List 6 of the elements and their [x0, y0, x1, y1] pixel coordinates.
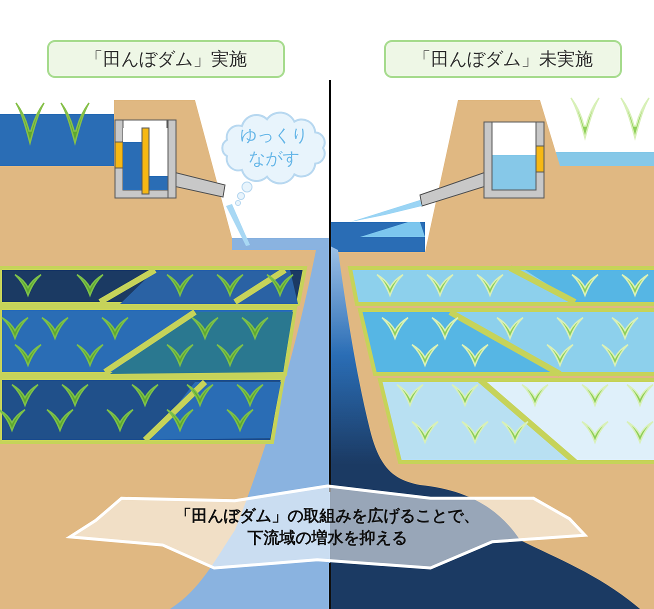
- title-text: 「田んぼダム」実施: [85, 48, 247, 71]
- title-label: [47, 40, 285, 78]
- title-text: 「田んぼダム」未実施: [413, 48, 593, 71]
- cloud-text: ゆっくりながす: [239, 125, 309, 171]
- callout-text: 「田んぼダム」の取組みを広げることで、下流域の増水を抑える: [174, 504, 480, 549]
- title-label: [384, 40, 622, 78]
